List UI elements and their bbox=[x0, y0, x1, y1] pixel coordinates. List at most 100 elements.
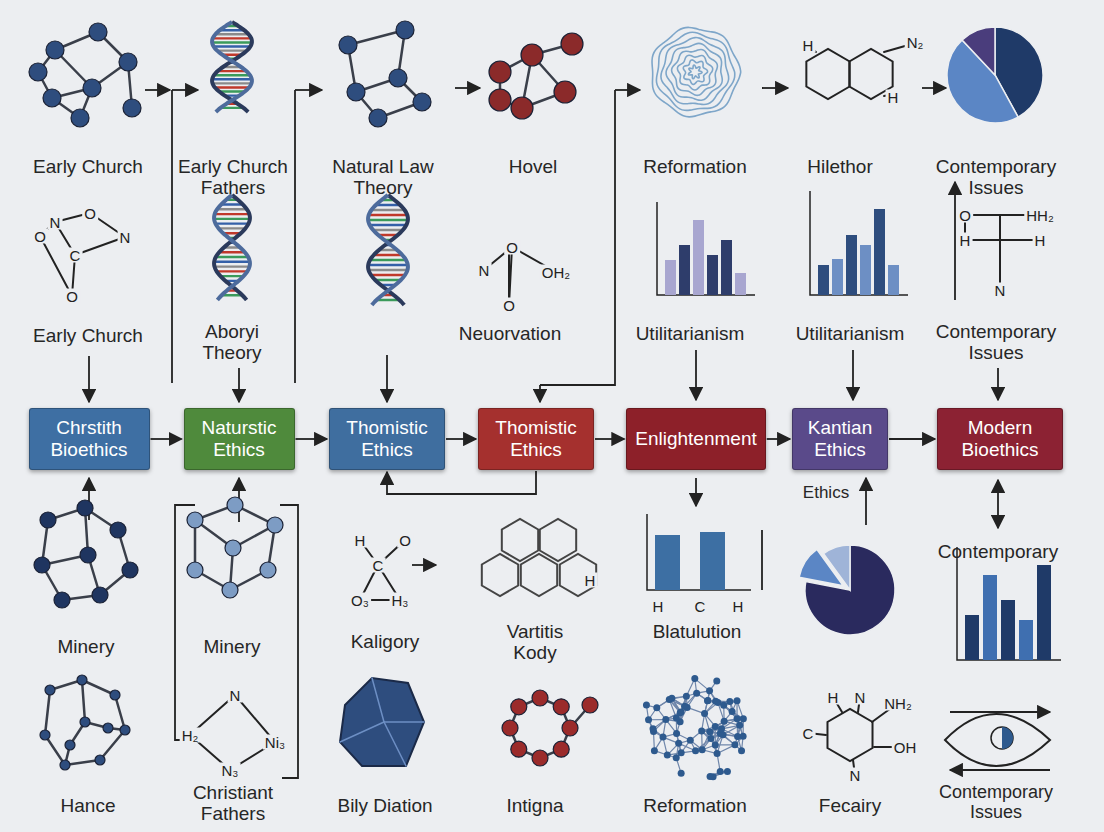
atom-label: O bbox=[64, 289, 80, 304]
atom-ball bbox=[123, 99, 141, 117]
box-label: Thomistic Ethics bbox=[338, 417, 436, 461]
dna-rung bbox=[370, 224, 407, 226]
dna-rung bbox=[214, 74, 250, 76]
atom-ball bbox=[339, 36, 357, 54]
atom-ball bbox=[562, 720, 578, 736]
network-dot bbox=[740, 715, 747, 722]
network-dot bbox=[706, 687, 713, 694]
atom-ball bbox=[29, 63, 47, 81]
atom-ball bbox=[511, 699, 527, 715]
dna-rung bbox=[371, 274, 405, 276]
dna-rung bbox=[218, 70, 247, 72]
ethics-box: Kantian Ethics bbox=[792, 408, 888, 470]
icon-caption: Utilitarianism bbox=[636, 323, 745, 344]
atom-ball bbox=[187, 562, 203, 578]
guide-arrow bbox=[954, 182, 956, 190]
box-label: Enlightenment bbox=[635, 428, 756, 450]
atom-ball bbox=[89, 23, 107, 41]
atom-label: H bbox=[801, 38, 816, 53]
ring-outline bbox=[806, 49, 849, 99]
network-dot bbox=[678, 749, 685, 756]
dna-rung bbox=[215, 213, 250, 215]
atom-ball bbox=[46, 41, 64, 59]
atom-label: C bbox=[68, 248, 83, 263]
network-dot bbox=[643, 702, 650, 709]
network-dot bbox=[681, 703, 688, 710]
bond-line bbox=[508, 247, 510, 305]
guide-arrow bbox=[950, 769, 1050, 771]
network-dot bbox=[707, 735, 714, 742]
icon-caption: Minery bbox=[57, 636, 114, 657]
icon-caption: Ethics bbox=[803, 483, 849, 502]
network-dot bbox=[731, 741, 738, 748]
atom-label: N bbox=[48, 215, 63, 230]
network-dot bbox=[687, 737, 694, 744]
network-dot bbox=[712, 723, 719, 730]
icon-caption: Aboryi Theory bbox=[192, 321, 272, 364]
network-dot bbox=[699, 746, 706, 753]
spiral-ring bbox=[683, 60, 707, 84]
guide-arrow bbox=[997, 368, 999, 400]
ring-outline bbox=[502, 519, 538, 561]
bond-line bbox=[884, 46, 905, 52]
facet-line bbox=[340, 722, 384, 742]
atom-label: H bbox=[1033, 233, 1048, 248]
icon-caption: Bily Diation bbox=[337, 795, 432, 816]
chart-bar bbox=[693, 220, 704, 295]
dna-rung bbox=[368, 264, 408, 266]
spiral-ring bbox=[656, 32, 734, 110]
spiral-ring bbox=[688, 65, 702, 79]
atom-ball bbox=[554, 81, 576, 103]
atom-label: O bbox=[82, 206, 98, 221]
guide-arrow bbox=[88, 356, 90, 402]
atom-label: Ni₃ bbox=[263, 735, 287, 750]
facet-line bbox=[384, 722, 406, 766]
icon-caption: Neuorvation bbox=[459, 323, 561, 344]
atom-label: N bbox=[853, 690, 868, 705]
chart-bar bbox=[874, 209, 885, 295]
chart-bar bbox=[665, 260, 676, 295]
atom-ball bbox=[120, 725, 130, 735]
atom-label: O bbox=[32, 229, 48, 244]
atom-label: H bbox=[731, 599, 746, 614]
network-dot bbox=[673, 730, 680, 737]
icon-caption: Reformation bbox=[643, 156, 747, 177]
ethics-box: Thomistic Ethics bbox=[478, 408, 594, 470]
chart-bar bbox=[1019, 620, 1033, 660]
spiral-ring bbox=[672, 49, 718, 95]
dna-rung bbox=[368, 219, 408, 221]
guide-arrow bbox=[762, 87, 788, 89]
guide-arrow bbox=[386, 355, 388, 402]
box-label: Thomistic Ethics bbox=[487, 417, 585, 461]
box-label: Kantian Ethics bbox=[801, 417, 879, 461]
atom-ball bbox=[521, 44, 543, 66]
atom-label: OH bbox=[892, 740, 919, 755]
atom-ball bbox=[511, 97, 533, 119]
guide-arrow bbox=[172, 89, 198, 91]
dna-rung bbox=[215, 86, 249, 88]
atom-ball bbox=[369, 109, 387, 127]
guide-line bbox=[171, 90, 173, 383]
network-dot bbox=[678, 770, 685, 777]
dna-rung bbox=[374, 254, 403, 256]
atom-ball bbox=[43, 89, 61, 107]
network-dot bbox=[721, 718, 728, 725]
atom-label: H₂ bbox=[180, 728, 201, 743]
guide-line bbox=[954, 190, 956, 300]
network-dot bbox=[729, 708, 736, 715]
chart-bar bbox=[655, 535, 680, 590]
network-dot bbox=[659, 734, 666, 741]
dna-rung bbox=[373, 229, 403, 231]
network-dot bbox=[653, 704, 660, 711]
guide-arrow bbox=[852, 350, 854, 400]
atom-label: N₂ bbox=[905, 35, 926, 50]
atom-label: C bbox=[693, 599, 708, 614]
bond-line bbox=[509, 247, 512, 305]
ethics-box: Naturstic Ethics bbox=[184, 408, 295, 470]
guide-arrow bbox=[695, 350, 697, 400]
ring-outline bbox=[521, 554, 557, 596]
atom-ball bbox=[389, 69, 407, 87]
dna-strand bbox=[212, 22, 252, 112]
atom-ball bbox=[60, 760, 70, 770]
network-dot bbox=[698, 727, 705, 734]
